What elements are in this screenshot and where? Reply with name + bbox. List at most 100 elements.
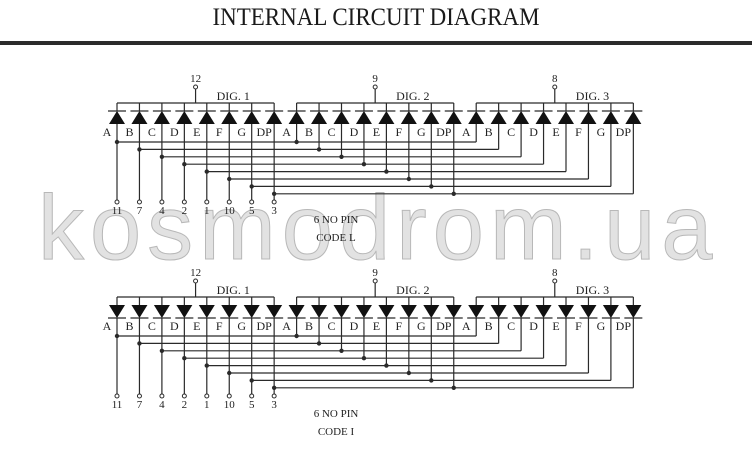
led-diode-g: G	[597, 297, 620, 381]
diode-triangle-icon	[333, 305, 350, 318]
led-diode-e: E	[373, 297, 396, 368]
diode-triangle-icon	[131, 111, 148, 124]
pin-terminal	[193, 84, 199, 90]
led-diode-f: F10	[216, 103, 239, 217]
diode-triangle-icon	[602, 111, 619, 124]
led-diode-a: A	[282, 297, 306, 339]
diode-triangle-icon	[153, 111, 170, 124]
diode-triangle-icon	[355, 305, 372, 318]
digit-label: DIG. 1	[217, 89, 250, 103]
diode-triangle-icon	[423, 305, 440, 318]
segment-pin-number: 1	[204, 205, 210, 217]
segment-label: C	[327, 319, 335, 333]
segment-label: E	[373, 125, 380, 139]
led-diode-e: E1	[193, 103, 216, 217]
led-diode-dp: DP	[436, 103, 463, 196]
diode-triangle-icon	[198, 111, 215, 124]
segment-label: E	[552, 319, 559, 333]
led-diode-g: G5	[237, 103, 261, 217]
pin-terminal	[159, 199, 165, 205]
digit-pin-number: 8	[552, 73, 558, 85]
led-diode-f: F	[575, 297, 598, 373]
segment-label: A	[103, 319, 112, 333]
pin-terminal	[181, 393, 187, 399]
led-diode-c: C4	[148, 297, 171, 411]
segment-label: B	[305, 125, 313, 139]
segment-label: G	[237, 125, 246, 139]
segment-label: DP	[256, 125, 272, 139]
pin-terminal	[193, 278, 199, 284]
digit-label: DIG. 2	[396, 89, 429, 103]
segment-label: F	[575, 125, 582, 139]
diode-triangle-icon	[288, 305, 305, 318]
segment-label: D	[529, 319, 538, 333]
diode-triangle-icon	[198, 305, 215, 318]
diode-triangle-icon	[445, 305, 462, 318]
led-diode-g: G5	[237, 297, 261, 411]
page-title: INTERNAL CIRCUIT DIAGRAM	[212, 4, 540, 31]
segment-pin-number: 5	[249, 205, 255, 217]
pin-terminal	[372, 278, 378, 284]
segment-label: DP	[436, 319, 452, 333]
led-diode-f: F	[575, 103, 598, 179]
segment-label: D	[170, 125, 179, 139]
segment-pin-number: 1	[204, 399, 210, 411]
segment-label: F	[216, 319, 223, 333]
digit-label: DIG. 3	[576, 89, 609, 103]
led-diode-e: E	[552, 103, 575, 172]
diode-triangle-icon	[243, 305, 260, 318]
diode-triangle-icon	[221, 111, 238, 124]
segment-pin-number: 10	[224, 205, 236, 217]
pin-terminal	[271, 393, 277, 399]
segment-label: A	[282, 125, 291, 139]
led-diode-dp: DP	[436, 297, 463, 390]
diode-triangle-icon	[109, 305, 125, 318]
diode-triangle-icon	[109, 111, 125, 124]
segment-pin-number: 2	[182, 205, 188, 217]
digit-pin-number: 9	[372, 267, 378, 279]
led-diode-d: D2	[170, 103, 194, 217]
led-diode-dp: DP	[616, 297, 643, 388]
led-diode-b: B	[485, 103, 508, 150]
diode-triangle-icon	[468, 111, 485, 124]
pin-terminal	[114, 393, 120, 399]
segment-label: A	[462, 319, 471, 333]
pin-terminal	[159, 393, 165, 399]
diode-triangle-icon	[625, 305, 642, 318]
segment-pin-number: 7	[137, 205, 143, 217]
diode-triangle-icon	[221, 305, 238, 318]
segment-label: G	[417, 319, 426, 333]
segment-label: DP	[256, 319, 272, 333]
led-diode-g: G	[417, 103, 441, 189]
segment-label: D	[350, 125, 359, 139]
segment-label: B	[485, 125, 493, 139]
segment-pin-number: 10	[224, 399, 236, 411]
led-diode-dp: DP	[616, 103, 643, 194]
diode-triangle-icon	[400, 305, 417, 318]
led-diode-c: C	[507, 103, 531, 157]
digit-pin-number: 9	[372, 73, 378, 85]
diode-triangle-icon	[131, 305, 148, 318]
led-diode-c: C	[327, 297, 351, 353]
pin-terminal	[552, 84, 558, 90]
diode-triangle-icon	[535, 305, 552, 318]
diode-triangle-icon	[558, 111, 574, 124]
segment-label: G	[597, 319, 606, 333]
led-diode-c: C	[507, 297, 531, 351]
pin-terminal	[372, 84, 378, 90]
segment-pin-number: 2	[182, 399, 188, 411]
diode-triangle-icon	[355, 111, 372, 124]
segment-label: F	[575, 319, 582, 333]
segment-label: F	[396, 319, 403, 333]
segment-label: E	[373, 319, 380, 333]
segment-label: D	[170, 319, 179, 333]
led-diode-d: D	[529, 297, 553, 359]
segment-pin-number: 7	[137, 399, 143, 411]
led-diode-c: C	[327, 103, 351, 159]
digit-pin-number: 8	[552, 267, 558, 279]
pin-terminal	[552, 278, 558, 284]
segment-pin-number: 4	[159, 399, 165, 411]
segment-label: C	[507, 319, 515, 333]
led-diode-e: E	[373, 103, 396, 174]
